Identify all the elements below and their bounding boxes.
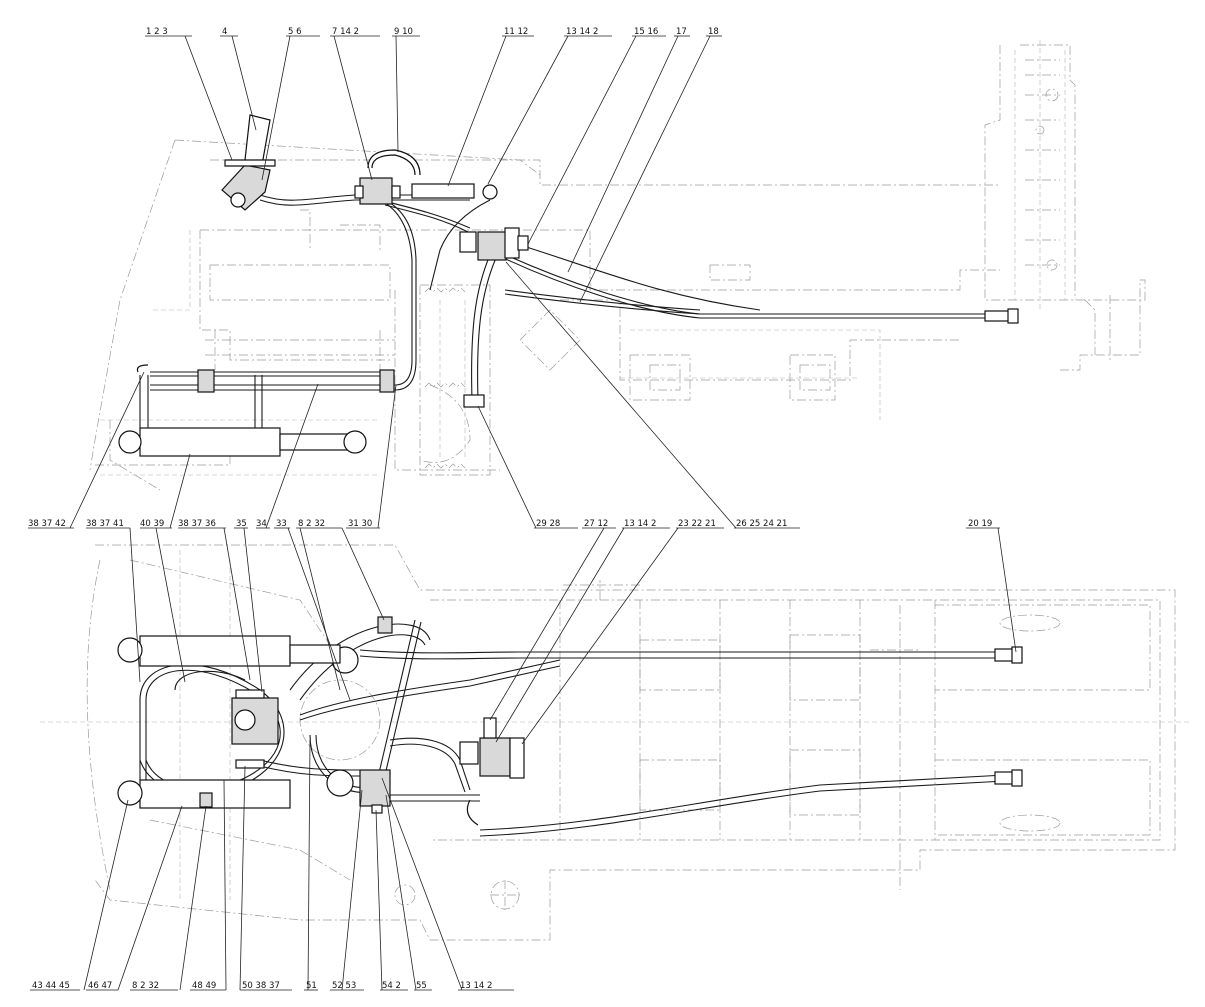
callout-38-37-42: 38 37 42 [28,519,66,529]
pipe-end-fitting-20 [994,648,1014,662]
callout-38-37-36: 38 37 36 [178,519,216,529]
callout-18: 18 [708,27,719,37]
lower-view-background-outline [40,544,1190,941]
valve-block-7 [359,177,393,205]
callout-leaders-bottom [30,739,514,991]
callout-33: 33 [276,519,287,529]
elbow-pipe-9-inner [371,154,416,176]
pump-fitting-50 [235,759,265,769]
callout-27-12: 27 12 [584,519,608,529]
pipe-end-nut-lower [1011,769,1023,787]
callout-38-37-41: 38 37 41 [86,519,124,529]
callout-4: 4 [222,27,227,37]
valve-nut-54 [371,804,383,814]
callout-48-49: 48 49 [192,981,216,991]
callout-13-14-2-middle: 13 14 2 [624,519,656,529]
callout-31-30: 31 30 [348,519,372,529]
callout-23-22-21: 23 22 21 [678,519,716,529]
callout-20-19: 20 19 [968,519,992,529]
pipe-end-nut-17 [1007,308,1019,324]
callout-34: 34 [256,519,267,529]
pump-flange [224,159,276,167]
mount-bracket [459,231,477,253]
callout-35: 35 [236,519,247,529]
distribution-valve-52 [359,769,391,807]
cylinder-eye-right [343,430,367,454]
cylinder-11 [411,183,475,199]
steering-cylinder-39 [139,427,281,457]
upper-view-components [118,114,1019,457]
callout-50-38-37: 50 38 37 [242,981,280,991]
callout-52-53: 52 53 [332,981,356,991]
fitting-block-38 [197,369,215,393]
callout-1-2-3: 1 2 3 [146,27,168,37]
callout-54-2: 54 2 [382,981,401,991]
callout-9-10: 9 10 [394,27,413,37]
callout-5-6: 5 6 [288,27,302,37]
callout-46-47: 46 47 [88,981,112,991]
valve-flange-23 [509,737,525,779]
callout-13-14-2-bottom: 13 14 2 [460,981,492,991]
lower-view-pipes [139,619,1006,837]
cylinder-rod-40 [279,433,351,451]
callout-40-39: 40 39 [140,519,164,529]
cylinder-pin-lower-right [326,769,354,797]
callout-labels: 1 2 3 4 5 6 7 14 2 9 10 11 12 13 14 2 15… [28,27,992,991]
callout-7-14-2: 7 14 2 [332,27,359,37]
callout-55: 55 [416,981,427,991]
valve-nut-7b [391,185,401,199]
cylinder-eye-11 [482,184,498,200]
pipe-elbow-41 [136,364,149,373]
control-valve-23 [479,737,511,777]
callout-51: 51 [306,981,317,991]
callout-43-44-45: 43 44 45 [32,981,70,991]
pipe-end-fitting-lower [994,771,1014,785]
fitting-block-30 [379,369,395,393]
fitting-29 [463,394,485,408]
lift-cylinder-upper [139,635,291,667]
callout-26-25-24-21: 26 25 24 21 [736,519,787,529]
valve-nut-7 [354,185,364,199]
cylinder-eye-left [118,430,142,454]
callout-13-14-2-top: 13 14 2 [566,27,598,37]
valve-cap-16 [517,235,529,251]
lift-cylinder-lower [139,779,291,809]
callout-8-2-32-middle: 8 2 32 [298,519,325,529]
upper-view-pipes [150,194,1005,401]
hose-bend-lower [466,799,479,826]
pump-fitting-35 [235,689,265,699]
cylinder-rod-upper [289,644,341,664]
lower-view-components [117,616,1023,826]
fitting-8-upper [377,616,393,634]
fitting-8-lower [199,792,213,808]
valve-flange-15 [504,227,520,259]
callout-8-2-32-bottom: 8 2 32 [132,981,159,991]
cylinder-pin-upper-left [117,637,143,663]
pipe-end-fitting-17 [984,310,1010,322]
pump-body [221,164,271,211]
pipe-end-nut-19 [1011,646,1023,664]
callout-11-12: 11 12 [504,27,528,37]
callout-15-16: 15 16 [634,27,658,37]
upper-view-background-outline [89,40,1146,491]
cylinder-pin-lower-left [117,780,143,806]
callout-leaders-top [145,35,722,303]
valve-bracket-27 [459,741,479,765]
valve-stem-27 [483,717,497,739]
callout-leaders-middle [28,261,1017,745]
control-valve-15 [477,231,507,261]
pump-port [230,192,246,208]
callout-29-28: 29 28 [536,519,560,529]
pump-inlet [234,709,256,731]
callout-17: 17 [676,27,687,37]
